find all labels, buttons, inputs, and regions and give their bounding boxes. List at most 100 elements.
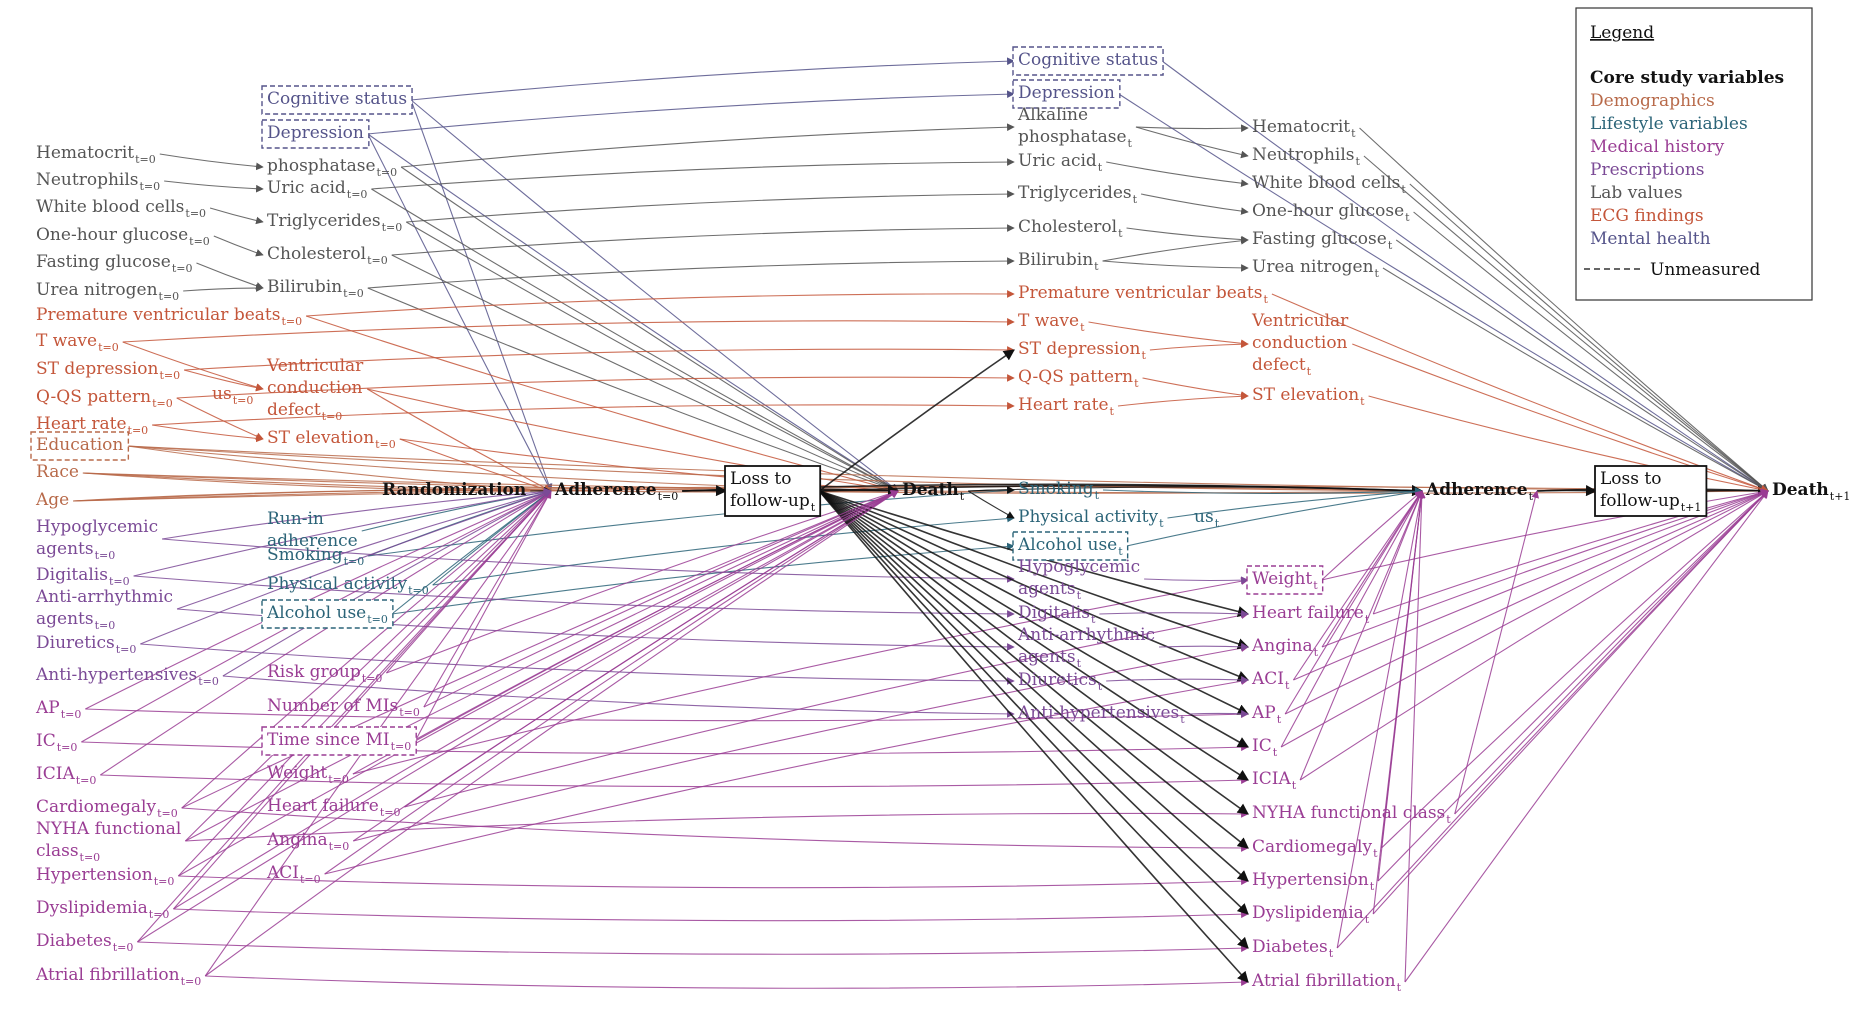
legend-item-lifestyle: Lifestyle variables bbox=[1590, 114, 1748, 134]
node-label: ST depression bbox=[36, 359, 159, 379]
node-subscript: t bbox=[1329, 947, 1334, 960]
edge-alc0-alct bbox=[391, 542, 1015, 615]
edge-htnt-death1 bbox=[1377, 490, 1769, 882]
edge-dys0-deatht bbox=[173, 490, 899, 910]
edge-card0-adh0 bbox=[181, 490, 552, 809]
edge-alkt-neutt bbox=[1135, 126, 1249, 159]
edge-chol0-deatht bbox=[391, 254, 899, 492]
node-subscript: t+1 bbox=[1681, 501, 1702, 514]
edge-nyhat-death1 bbox=[1454, 490, 1769, 815]
node-label: Adherence bbox=[1425, 480, 1528, 500]
edge-ict-death1 bbox=[1280, 490, 1769, 748]
node-label: Bilirubin bbox=[1018, 250, 1093, 270]
node-subscript: t bbox=[1370, 880, 1375, 893]
node-subscript: t bbox=[1091, 613, 1096, 626]
node-subscript: t bbox=[1365, 913, 1370, 926]
node-label: Premature ventricular beats bbox=[1018, 283, 1262, 303]
edge-ap0-adh0 bbox=[85, 490, 552, 710]
edge-vcdt-death1 bbox=[1352, 343, 1769, 493]
edge-lft-angt bbox=[818, 490, 1250, 650]
node-subscript: t=0 bbox=[300, 873, 321, 886]
node-subscript: t bbox=[1159, 517, 1164, 530]
node-label: Loss to bbox=[1600, 469, 1661, 489]
edge-lft-cardt bbox=[818, 490, 1249, 849]
node-label: Time since MI bbox=[267, 730, 390, 750]
node-label: Hematocrit bbox=[1252, 117, 1350, 137]
node-subscript: t=0 bbox=[343, 287, 364, 300]
edge-pvb0-pvbt bbox=[306, 290, 1015, 317]
node-subscript: t bbox=[1141, 349, 1146, 362]
node-subscript: t bbox=[1277, 713, 1282, 726]
node-subscript: t=0 bbox=[135, 153, 156, 166]
node-label: agents bbox=[36, 539, 94, 559]
node-label: Anti-hypertensives bbox=[1017, 703, 1179, 723]
edge-dig0-digt bbox=[133, 575, 1015, 618]
edge-nyha0-adh0 bbox=[184, 490, 552, 842]
node-subscript: t bbox=[1292, 779, 1297, 792]
node-subscript: t bbox=[1360, 395, 1365, 408]
node-subscript: t bbox=[1080, 321, 1085, 334]
node-subscript: t=0 bbox=[149, 908, 170, 921]
node-subscript: t=0 bbox=[181, 975, 202, 988]
node-label: Hematocrit bbox=[36, 143, 134, 163]
node-subscript: t+1 bbox=[1830, 490, 1851, 503]
node-subscript: t=0 bbox=[61, 708, 82, 721]
node-subscript: t=0 bbox=[328, 773, 349, 786]
node-label: NYHA functional class bbox=[1252, 803, 1445, 823]
node-label: ICIA bbox=[36, 764, 75, 784]
node-subscript: t bbox=[1118, 227, 1123, 240]
node-subscript: t=0 bbox=[347, 188, 368, 201]
node-label: Hypertension bbox=[36, 865, 153, 885]
edge-bili0-bilit bbox=[367, 257, 1015, 289]
node-label: One-hour glucose bbox=[1252, 201, 1404, 221]
edge-ohgt-death1 bbox=[1413, 211, 1769, 492]
node-label: Weight bbox=[267, 763, 327, 783]
node-rand: Randomization bbox=[382, 480, 526, 500]
edge-wbc0-tri0 bbox=[209, 207, 264, 225]
edge-aci0-acit bbox=[324, 677, 1249, 875]
node-subscript: t bbox=[1313, 579, 1318, 592]
node-label: AP bbox=[1251, 703, 1276, 723]
node-subscript: t bbox=[1314, 646, 1319, 659]
node-label: Angina bbox=[1251, 636, 1313, 656]
edge-hr0-hrt bbox=[152, 402, 1015, 426]
node-subscript: t bbox=[1098, 161, 1103, 174]
node-frame bbox=[1594, 465, 1708, 517]
edge-cardt-death1 bbox=[1381, 490, 1769, 849]
node-subscript: t=0 bbox=[377, 166, 398, 179]
edge-ang0-angt bbox=[353, 644, 1249, 842]
node-label: Adherence bbox=[554, 480, 657, 500]
node-label: conduction bbox=[267, 378, 363, 398]
unmeasured-frame bbox=[30, 431, 130, 461]
node-label: Cardiomegaly bbox=[36, 797, 156, 817]
node-label: Depression bbox=[267, 123, 364, 143]
edge-deatht-adht bbox=[968, 486, 1423, 495]
node-subscript: t bbox=[1446, 813, 1451, 826]
node-label: agents bbox=[36, 609, 94, 629]
edge-ang0-deatht bbox=[352, 490, 899, 842]
node-subscript: t=0 bbox=[185, 207, 206, 220]
edge-pa0-pat bbox=[432, 514, 1015, 586]
node-subscript: t=0 bbox=[109, 575, 130, 588]
edge-dep0-deatht bbox=[367, 133, 899, 492]
edge-apt-adht bbox=[1284, 490, 1423, 715]
node-label: Atrial fibrillation bbox=[35, 965, 180, 985]
unmeasured-frame bbox=[1012, 46, 1164, 76]
edge-af0-aft bbox=[205, 975, 1249, 989]
